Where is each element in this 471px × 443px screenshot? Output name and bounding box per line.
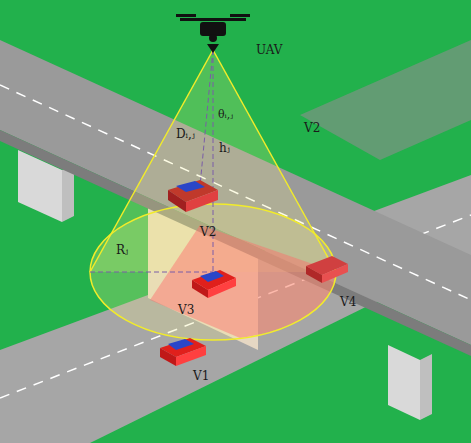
distance-label: Dᵢ,ⱼ xyxy=(176,127,195,141)
height-label: hⱼ xyxy=(219,141,230,155)
label-holder: V4 xyxy=(340,292,356,310)
radius-label: Rⱼ xyxy=(116,243,128,257)
vehicle-label: V2 xyxy=(200,225,216,239)
vehicle-label: V3 xyxy=(178,303,194,317)
vehicle-label: V2 xyxy=(304,121,320,135)
angle-label: θᵢ,ⱼ xyxy=(218,108,233,121)
label-holder: θᵢ,ⱼ xyxy=(218,104,233,122)
vehicle-label: V1 xyxy=(193,369,209,383)
label-holder: V2 xyxy=(304,118,320,136)
label-holder: Dᵢ,ⱼ xyxy=(176,124,195,142)
label-holder: hⱼ xyxy=(219,138,230,156)
vehicle-label: V4 xyxy=(340,295,356,309)
label-holder: V2 xyxy=(200,222,216,240)
label-holder: Rⱼ xyxy=(116,240,128,258)
label-holder: V1 xyxy=(193,366,209,384)
label-holder: V3 xyxy=(178,300,194,318)
label-holder: UAV xyxy=(256,40,282,58)
uav-label: UAV xyxy=(256,43,282,57)
